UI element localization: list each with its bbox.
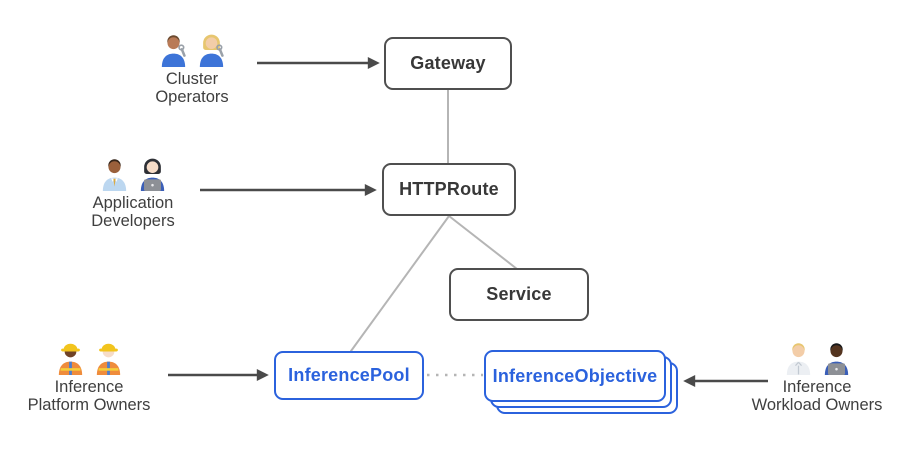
persona-application-developers: Application Developers (48, 153, 218, 230)
cluster-operators-label: Cluster Operators (155, 70, 229, 106)
man-technologist-icon (820, 337, 853, 375)
node-inference-pool: InferencePool (274, 351, 424, 400)
man-construction-worker-icon (92, 337, 125, 375)
application-developers-label: Application Developers (91, 194, 175, 230)
inference-platform-owners-label: Inference Platform Owners (27, 378, 151, 414)
inference-workload-owners-icons (782, 337, 853, 375)
node-httproute: HTTPRoute (382, 163, 516, 216)
health-worker-icon (782, 337, 815, 375)
node-gateway-label: Gateway (410, 53, 486, 73)
inference-platform-owners-icons (54, 337, 125, 375)
cluster-operators-icons (157, 29, 228, 67)
persona-inference-workload-owners: Inference Workload Owners (732, 337, 902, 414)
persona-cluster-operators: Cluster Operators (107, 29, 277, 106)
node-gateway: Gateway (384, 37, 512, 90)
application-developers-icons (98, 153, 169, 191)
node-inference-pool-label: InferencePool (288, 365, 410, 385)
inference-objective-stack-front: InferenceObjective (484, 350, 666, 402)
man-mechanic-icon (157, 29, 190, 67)
node-service: Service (449, 268, 589, 321)
node-inference-objective-label: InferenceObjective (492, 365, 658, 386)
node-service-label: Service (486, 284, 552, 304)
node-inference-objective: InferenceObjective (484, 350, 678, 414)
man-office-worker-icon (98, 153, 131, 191)
edge-httproute-inferencepool (350, 215, 450, 352)
inference-workload-owners-label: Inference Workload Owners (751, 378, 883, 414)
persona-inference-platform-owners: Inference Platform Owners (4, 337, 174, 414)
woman-mechanic-icon (195, 29, 228, 67)
woman-technologist-icon (136, 153, 169, 191)
node-httproute-label: HTTPRoute (399, 179, 499, 199)
woman-construction-worker-icon (54, 337, 87, 375)
edge-httproute-service (448, 215, 518, 270)
